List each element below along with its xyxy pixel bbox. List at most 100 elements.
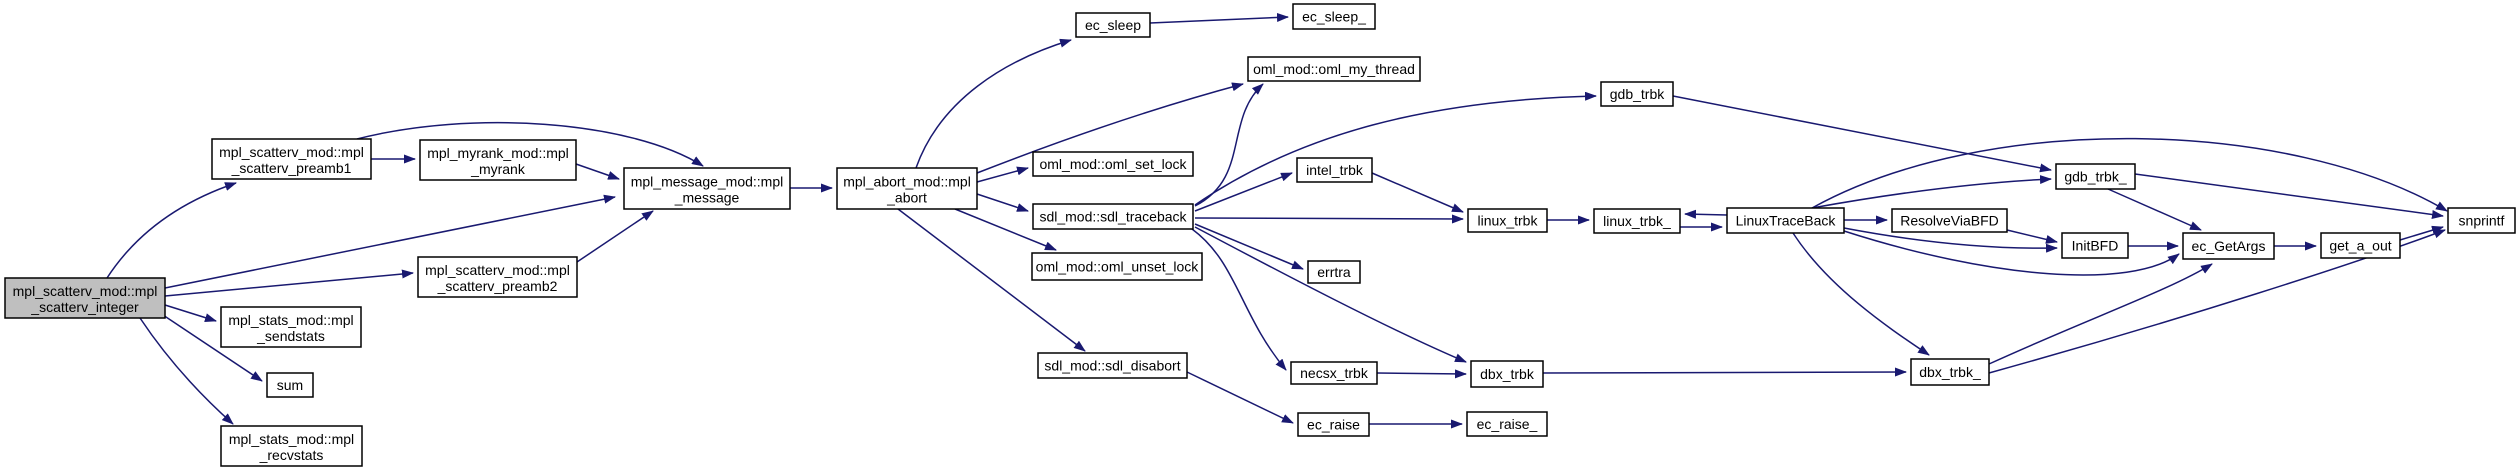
node-box-oml_unset_lock bbox=[1031, 252, 1203, 281]
node-label-intel_trbk: intel_trbk bbox=[1306, 162, 1364, 178]
node-intel_trbk[interactable]: intel_trbk bbox=[1296, 157, 1373, 183]
node-label-errtra: errtra bbox=[1317, 264, 1351, 280]
edge-mpl_abort-to-oml_my_thread bbox=[976, 82, 1244, 174]
node-mpl_recvstats[interactable]: mpl_stats_mod::mpl_recvstats bbox=[220, 425, 363, 467]
edge-gdb_trbk-to-gdb_trbk_ bbox=[1672, 95, 2052, 173]
node-LinuxTraceBack[interactable]: LinuxTraceBack bbox=[1726, 207, 1845, 234]
edge-intel_trbk-to-linux_trbk bbox=[1371, 172, 1464, 213]
node-box-linux_trbk_ bbox=[1593, 208, 1681, 234]
node-box-sdl_traceback bbox=[1032, 203, 1194, 230]
edge-LinuxTraceBack-to-InitBFD bbox=[1843, 227, 2058, 253]
node-box-snprintf bbox=[2447, 207, 2516, 234]
node-mpl_message[interactable]: mpl_message_mod::mpl_message bbox=[623, 167, 791, 210]
node-box-sum bbox=[266, 372, 314, 398]
node-label-oml_unset_lock: oml_mod::oml_unset_lock bbox=[1036, 259, 1200, 275]
edge-mpl_scatterv_integer-to-mpl_recvstats bbox=[139, 317, 234, 425]
node-ec_sleep_[interactable]: ec_sleep_ bbox=[1292, 3, 1376, 30]
node-box-linux_trbk bbox=[1467, 208, 1548, 233]
node-snprintf[interactable]: snprintf bbox=[2447, 207, 2516, 234]
edge-layer bbox=[106, 12, 2448, 429]
node-ec_raise_[interactable]: ec_raise_ bbox=[1466, 411, 1548, 437]
node-dbx_trbk_[interactable]: dbx_trbk_ bbox=[1910, 358, 1990, 386]
node-mpl_scatterv_preamb2[interactable]: mpl_scatterv_mod::mpl_scatterv_preamb2 bbox=[417, 256, 578, 298]
node-box-ResolveViaBFD bbox=[1891, 208, 2008, 233]
node-oml_my_thread[interactable]: oml_mod::oml_my_thread bbox=[1247, 56, 1421, 82]
edge-gdb_trbk_-to-ec_GetArgs bbox=[2107, 188, 2202, 231]
node-mpl_myrank[interactable]: mpl_myrank_mod::mpl_myrank bbox=[419, 139, 577, 181]
node-get_a_out[interactable]: get_a_out bbox=[2320, 232, 2401, 259]
edge-LinuxTraceBack-to-ec_GetArgs bbox=[1843, 230, 2180, 276]
edge-mpl_abort-to-sdl_disabort bbox=[897, 208, 1086, 352]
node-box-mpl_scatterv_preamb1 bbox=[211, 138, 372, 180]
edge-mpl_abort-to-oml_set_lock bbox=[976, 166, 1029, 183]
node-necsx_trbk[interactable]: necsx_trbk bbox=[1290, 361, 1378, 385]
node-ec_sleep[interactable]: ec_sleep bbox=[1075, 12, 1151, 38]
node-box-InitBFD bbox=[2061, 232, 2129, 259]
node-box-ec_raise bbox=[1297, 412, 1370, 437]
node-label-oml_my_thread: oml_mod::oml_my_thread bbox=[1253, 61, 1415, 77]
node-sdl_traceback[interactable]: sdl_mod::sdl_traceback bbox=[1032, 203, 1194, 230]
node-label-gdb_trbk: gdb_trbk bbox=[1610, 86, 1665, 102]
edge-LinuxTraceBack-to-dbx_trbk_ bbox=[1792, 232, 1930, 356]
node-label-ec_GetArgs: ec_GetArgs bbox=[2192, 238, 2266, 254]
node-box-sdl_disabort bbox=[1037, 352, 1188, 379]
edge-mpl_abort-to-sdl_traceback bbox=[976, 193, 1029, 212]
node-label-sdl_disabort: sdl_mod::sdl_disabort bbox=[1044, 358, 1180, 374]
node-label-dbx_trbk: dbx_trbk bbox=[1480, 366, 1535, 382]
node-sdl_disabort[interactable]: sdl_mod::sdl_disabort bbox=[1037, 352, 1188, 379]
node-ResolveViaBFD[interactable]: ResolveViaBFD bbox=[1891, 208, 2008, 233]
node-box-ec_sleep_ bbox=[1292, 3, 1376, 30]
edge-sdl_traceback-to-necsx_trbk bbox=[1191, 228, 1287, 371]
node-gdb_trbk_[interactable]: gdb_trbk_ bbox=[2055, 163, 2136, 190]
node-label-gdb_trbk_: gdb_trbk_ bbox=[2064, 169, 2126, 185]
node-gdb_trbk[interactable]: gdb_trbk bbox=[1600, 81, 1674, 107]
edge-sdl_traceback-to-gdb_trbk bbox=[1194, 91, 1597, 206]
edge-mpl_myrank-to-mpl_message bbox=[575, 163, 620, 180]
node-label-LinuxTraceBack: LinuxTraceBack bbox=[1736, 213, 1837, 229]
node-label-mpl_scatterv_integer: mpl_scatterv_mod::mpl_scatterv_integer bbox=[13, 283, 158, 315]
node-box-ec_sleep bbox=[1075, 12, 1151, 38]
node-label-dbx_trbk_: dbx_trbk_ bbox=[1919, 364, 1981, 380]
node-linux_trbk_[interactable]: linux_trbk_ bbox=[1593, 208, 1681, 234]
node-label-mpl_message: mpl_message_mod::mpl_message bbox=[631, 174, 784, 206]
node-sum[interactable]: sum bbox=[266, 372, 314, 398]
edge-mpl_abort-to-ec_sleep bbox=[915, 38, 1072, 169]
edge-ec_sleep-to-ec_sleep_ bbox=[1149, 12, 1289, 24]
node-oml_set_lock[interactable]: oml_mod::oml_set_lock bbox=[1032, 151, 1194, 177]
node-box-mpl_scatterv_preamb2 bbox=[417, 256, 578, 298]
edge-mpl_scatterv_integer-to-mpl_sendstats bbox=[164, 304, 217, 323]
edge-LinuxTraceBack-to-linux_trbk_ bbox=[1684, 209, 1728, 219]
node-mpl_abort[interactable]: mpl_abort_mod::mpl_abort bbox=[836, 167, 978, 210]
node-label-ec_raise_: ec_raise_ bbox=[1477, 416, 1538, 432]
edge-mpl_scatterv_preamb1-to-mpl_message bbox=[356, 121, 704, 167]
node-linux_trbk[interactable]: linux_trbk bbox=[1467, 208, 1548, 233]
node-label-mpl_recvstats: mpl_stats_mod::mpl_recvstats bbox=[229, 431, 354, 463]
node-mpl_scatterv_preamb1[interactable]: mpl_scatterv_mod::mpl_scatterv_preamb1 bbox=[211, 138, 372, 180]
node-errtra[interactable]: errtra bbox=[1307, 260, 1361, 284]
node-box-dbx_trbk_ bbox=[1910, 358, 1990, 386]
node-box-dbx_trbk bbox=[1470, 360, 1544, 388]
edge-gdb_trbk_-to-snprintf bbox=[2134, 173, 2444, 219]
node-InitBFD[interactable]: InitBFD bbox=[2061, 232, 2129, 259]
node-dbx_trbk[interactable]: dbx_trbk bbox=[1470, 360, 1544, 388]
node-label-mpl_myrank: mpl_myrank_mod::mpl_myrank bbox=[427, 145, 569, 177]
node-label-linux_trbk: linux_trbk bbox=[1478, 213, 1539, 229]
edge-dbx_trbk_-to-ec_GetArgs bbox=[1988, 263, 2213, 365]
node-box-intel_trbk bbox=[1296, 157, 1373, 183]
node-ec_GetArgs[interactable]: ec_GetArgs bbox=[2182, 232, 2275, 260]
edge-mpl_scatterv_integer-to-mpl_scatterv_preamb1 bbox=[106, 182, 237, 279]
node-box-mpl_abort bbox=[836, 167, 978, 210]
edge-dbx_trbk-to-dbx_trbk_ bbox=[1542, 367, 1907, 377]
node-ec_raise[interactable]: ec_raise bbox=[1297, 412, 1370, 437]
node-mpl_sendstats[interactable]: mpl_stats_mod::mpl_sendstats bbox=[220, 306, 362, 348]
node-label-ec_sleep_: ec_sleep_ bbox=[1302, 9, 1366, 25]
node-label-sum: sum bbox=[277, 377, 303, 393]
edge-sdl_traceback-to-linux_trbk bbox=[1194, 214, 1464, 224]
node-box-necsx_trbk bbox=[1290, 361, 1378, 385]
node-mpl_scatterv_integer[interactable]: mpl_scatterv_mod::mpl_scatterv_integer bbox=[4, 277, 166, 319]
edge-mpl_abort-to-oml_unset_lock bbox=[954, 208, 1057, 251]
node-oml_unset_lock[interactable]: oml_mod::oml_unset_lock bbox=[1031, 252, 1203, 281]
node-label-ResolveViaBFD: ResolveViaBFD bbox=[1900, 213, 1999, 229]
